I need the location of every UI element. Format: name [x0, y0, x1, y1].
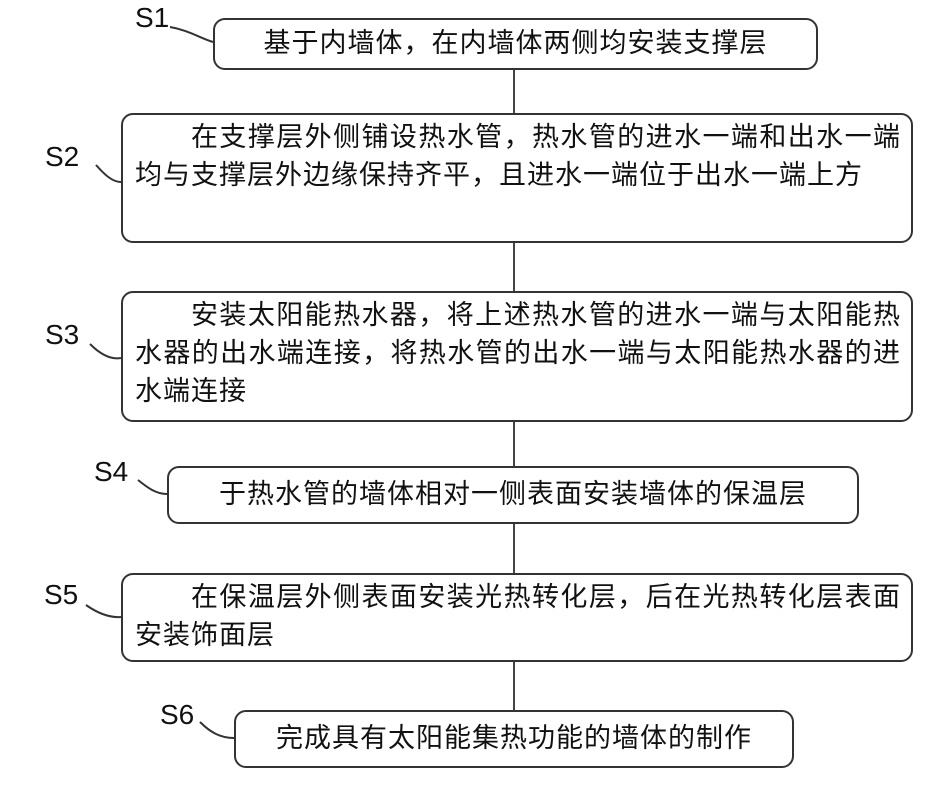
step-box-s6: 完成具有太阳能集热功能的墙体的制作: [234, 710, 794, 768]
leader-s4: [138, 480, 167, 494]
step-box-s2: 在支撑层外侧铺设热水管，热水管的进水一端和出水一端均与支撑层外边缘保持齐平，且进…: [121, 113, 913, 243]
leader-s5: [86, 605, 121, 617]
step-box-s5: 在保温层外侧表面安装光热转化层，后在光热转化层表面安装饰面层: [121, 573, 913, 662]
step-label-s2: S2: [45, 142, 79, 172]
leader-s2: [96, 165, 121, 182]
step-box-s3: 安装太阳能热水器，将上述热水管的进水一端与太阳能热水器的出水端连接，将热水管的出…: [121, 291, 913, 422]
leader-s6: [200, 722, 234, 738]
step-label-s6: S6: [160, 700, 194, 730]
step-box-s1: 基于内墙体，在内墙体两侧均安装支撑层: [213, 18, 818, 70]
step-label-s4: S4: [94, 457, 128, 487]
leader-s1: [170, 27, 213, 42]
leader-s3: [90, 344, 121, 358]
step-label-s1: S1: [135, 3, 169, 33]
step-box-s4: 于热水管的墙体相对一侧表面安装墙体的保温层: [167, 466, 859, 524]
step-label-s5: S5: [44, 580, 78, 610]
step-label-s3: S3: [45, 320, 79, 350]
